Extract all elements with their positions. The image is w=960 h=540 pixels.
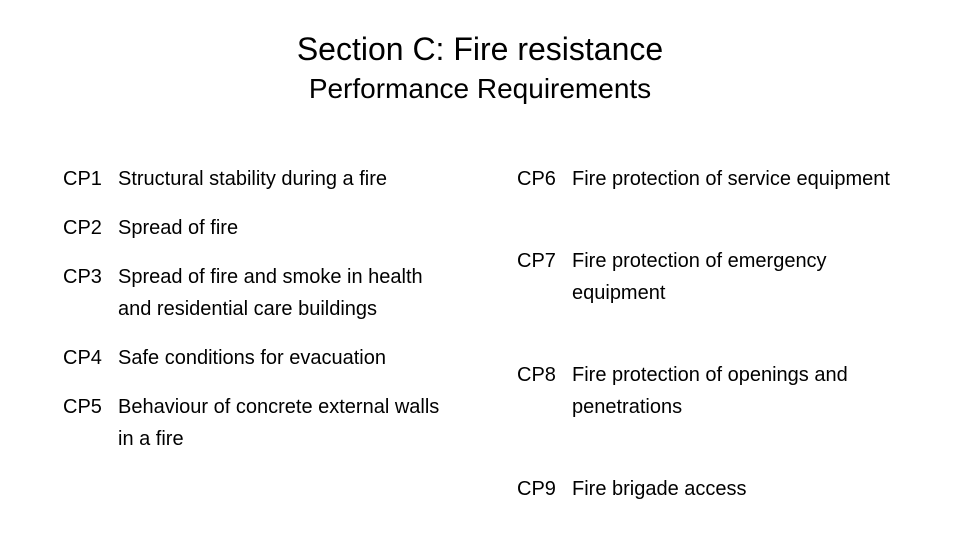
page-title: Section C: Fire resistance: [296, 31, 664, 67]
list-item: CP9 Fire brigade access: [517, 473, 912, 505]
requirement-text: Fire protection of service equipment: [572, 168, 890, 190]
requirement-text: Spread of fire and smoke in health and r…: [118, 266, 423, 320]
requirement-code: CP9: [517, 478, 556, 500]
requirements-columns: CP1 Structural stability during a fire C…: [0, 163, 960, 523]
requirement-code: CP4: [63, 347, 102, 369]
requirement-text: Structural stability during a fire: [118, 168, 388, 190]
requirement-code: CP2: [63, 217, 102, 239]
list-item: CP2 Spread of fire: [63, 212, 453, 244]
list-item: CP4 Safe conditions for evacuation: [63, 342, 453, 374]
requirement-text: Fire brigade access: [572, 478, 747, 500]
page-subtitle: Performance Requirements: [308, 73, 652, 104]
requirement-code: CP7: [517, 250, 556, 272]
requirement-code: CP5: [63, 396, 102, 418]
list-item: CP1 Structural stability during a fire: [63, 163, 453, 195]
list-item: CP8 Fire protection of openings and pene…: [517, 359, 912, 423]
list-item: CP3 Spread of fire and smoke in health a…: [63, 261, 453, 325]
requirement-code: CP3: [63, 266, 102, 288]
requirement-text: Behaviour of concrete external walls in …: [118, 396, 440, 450]
requirement-code: CP1: [63, 168, 102, 190]
requirement-text: Safe conditions for evacuation: [118, 347, 386, 369]
list-item: CP6 Fire protection of service equipment: [517, 163, 912, 195]
requirement-text: Fire protection of emergency equipment: [572, 250, 827, 304]
requirement-text: Fire protection of openings and penetrat…: [572, 364, 848, 418]
title-block: Section C: Fire resistance Performance R…: [0, 30, 960, 106]
requirement-code: CP6: [517, 168, 556, 190]
list-item: CP5 Behaviour of concrete external walls…: [63, 391, 453, 455]
requirements-column-left: CP1 Structural stability during a fire C…: [63, 163, 453, 455]
requirement-text: Spread of fire: [118, 217, 239, 239]
requirements-column-right: CP6 Fire protection of service equipment…: [517, 163, 912, 505]
list-item: CP7 Fire protection of emergency equipme…: [517, 245, 912, 309]
requirement-code: CP8: [517, 364, 556, 386]
